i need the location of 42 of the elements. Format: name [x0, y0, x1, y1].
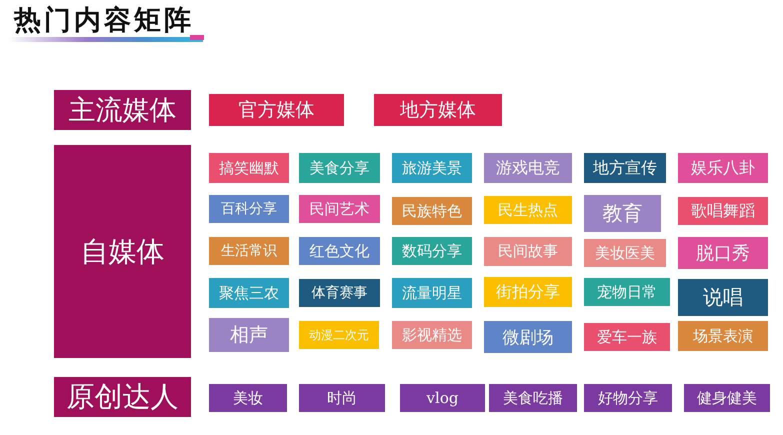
- topic-tag: 说唱: [678, 279, 768, 316]
- topic-tag: 动漫二次元: [299, 321, 379, 349]
- topic-tag: 教育: [584, 195, 661, 232]
- topic-tag: 聚焦三农: [209, 278, 289, 308]
- topic-tag: 美食吃播: [489, 384, 577, 412]
- topic-tag: 美食分享: [299, 153, 380, 183]
- topic-tag: 民间故事: [484, 237, 572, 266]
- topic-tag: 搞笑幽默: [209, 153, 289, 183]
- topic-tag: 体育赛事: [299, 279, 380, 307]
- topic-tag: 场景表演: [678, 321, 768, 351]
- topic-tag: 健身健美: [684, 384, 770, 412]
- topic-tag: 街拍分享: [484, 277, 572, 307]
- topic-tag: 时尚: [299, 384, 385, 412]
- topic-tag: 民间艺术: [299, 195, 380, 223]
- topic-tag: 游戏电竞: [484, 153, 572, 183]
- topic-tag: 美妆: [209, 384, 287, 412]
- topic-tag: 相声: [209, 318, 289, 352]
- category-label: 自媒体: [54, 145, 191, 358]
- topic-tag: 民族特色: [392, 197, 472, 225]
- topic-tag: 民生热点: [484, 196, 572, 224]
- topic-tag: 娱乐八卦: [678, 153, 768, 183]
- topic-tag: 影视精选: [392, 321, 472, 349]
- topic-tag: vlog: [400, 384, 485, 412]
- topic-tag: 爱车一族: [584, 323, 670, 351]
- topic-tag: 地方媒体: [374, 94, 502, 126]
- topic-tag: 官方媒体: [209, 94, 344, 126]
- topic-tag: 流量明星: [392, 278, 472, 308]
- topic-tag: 数码分享: [392, 237, 472, 265]
- category-label: 原创达人: [54, 377, 191, 417]
- topic-tag: 脱口秀: [678, 237, 768, 269]
- title: 热门内容矩阵: [14, 4, 194, 38]
- topic-tag: 百科分享: [209, 195, 289, 223]
- topic-tag: 红色文化: [299, 237, 380, 265]
- category-label: 主流媒体: [54, 90, 191, 130]
- topic-tag: 微剧场: [484, 321, 572, 353]
- topic-tag: 旅游美景: [392, 153, 472, 183]
- topic-tag: 地方宣传: [584, 153, 666, 183]
- topic-tag: 美妆医美: [584, 239, 666, 267]
- topic-tag: 生活常识: [209, 237, 289, 265]
- topic-tag: 好物分享: [584, 384, 672, 412]
- topic-tag: 歌唱舞蹈: [678, 197, 768, 225]
- topic-tag: 宠物日常: [584, 278, 670, 306]
